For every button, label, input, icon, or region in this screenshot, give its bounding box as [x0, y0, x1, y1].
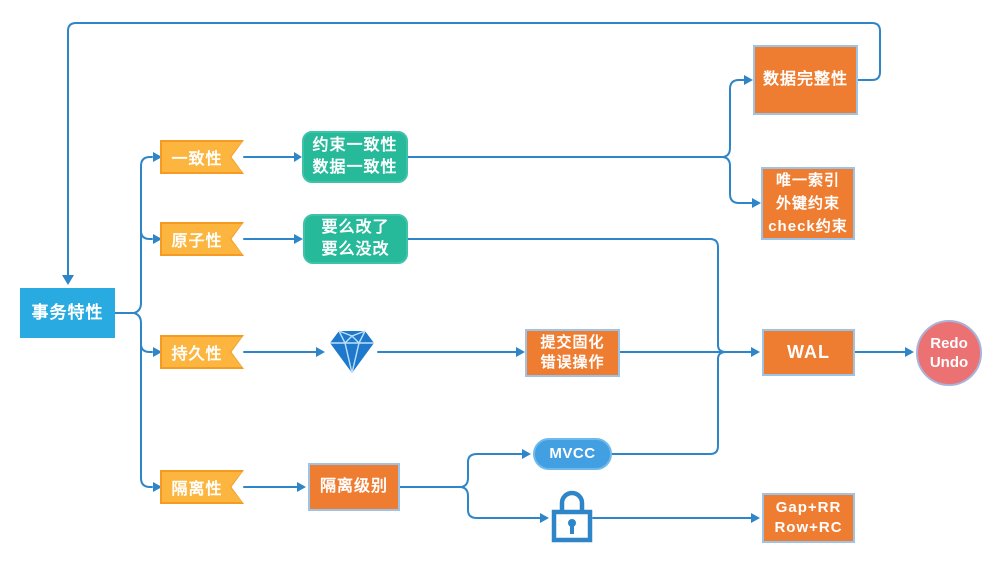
node-gap-row: Gap+RR Row+RC [762, 493, 855, 543]
edge-trunk-down [133, 312, 153, 488]
arrowhead-into-gap-row [751, 513, 760, 523]
node-constraint-consistency: 约束一致性 数据一致性 [302, 131, 408, 183]
edge-branch-atomicity [140, 230, 153, 240]
node-label: WAL [787, 342, 830, 363]
node-line: 唯一索引 [775, 171, 840, 189]
arrowhead-into-isolation-level [297, 482, 306, 492]
node-line: Row+RC [774, 519, 843, 536]
banner-durability: 持久性 [160, 335, 244, 369]
node-line: 提交固化 [540, 333, 605, 351]
banner-isolation: 隔离性 [160, 470, 244, 504]
arrowhead-into-redo-undo [905, 347, 914, 357]
node-line: 数据一致性 [312, 159, 398, 176]
node-line: Undo [929, 354, 969, 371]
node-redo-undo: Redo Undo [916, 320, 982, 386]
arrowhead-into-consistency [153, 152, 162, 162]
node-transaction-properties: 事务特性 [20, 288, 115, 338]
edge-trunk-up [133, 156, 153, 314]
arrowhead-into-commit [516, 347, 525, 357]
node-change-semantics: 要么改了 要么没改 [303, 214, 408, 264]
arrowhead-into-durability [153, 347, 162, 357]
edge-feedback-loop [67, 22, 881, 276]
arrowhead-into-atomicity [153, 234, 162, 244]
banner-label: 一致性 [171, 151, 223, 168]
banner-atomicity: 原子性 [160, 222, 244, 256]
banner-fill [162, 337, 242, 367]
banner-consistency: 一致性 [160, 140, 244, 174]
node-data-integrity: 数据完整性 [753, 45, 858, 115]
edge-branch-durability [140, 343, 153, 353]
node-line: 约束一致性 [312, 137, 398, 155]
banner-fill [162, 224, 242, 254]
edge-mvcc-to-wal-merge [611, 351, 727, 455]
arrowhead-into-wal [751, 347, 760, 357]
node-line: Redo [930, 334, 968, 352]
lock-icon [551, 490, 593, 543]
arrowhead-into-mvcc [522, 449, 531, 459]
node-label: MVCC [549, 444, 596, 462]
node-line: 外键约束 [775, 194, 840, 212]
arrowhead-into-gem [316, 347, 325, 357]
node-label: 隔离级别 [319, 478, 388, 496]
node-line: 要么没改 [321, 241, 390, 258]
node-isolation-level: 隔离级别 [308, 463, 400, 511]
arrowhead-into-data-integrity [744, 75, 753, 85]
arrowhead-into-constraints [752, 198, 761, 208]
banner-label: 隔离性 [171, 481, 223, 498]
edge-split-down-lock [460, 486, 541, 519]
arrowhead-into-lock [540, 513, 549, 523]
arrowhead-into-root [62, 275, 74, 285]
edge-split-down-constraints [722, 156, 753, 204]
banner-label: 持久性 [171, 346, 223, 363]
node-label: 数据完整性 [762, 71, 848, 89]
node-wal: WAL [762, 329, 855, 376]
banner-fill [162, 142, 242, 172]
banner-label: 原子性 [171, 233, 223, 250]
node-mvcc: MVCC [533, 438, 612, 470]
arrowhead-into-isolation [153, 482, 162, 492]
node-constraints: 唯一索引 外键约束 check约束 [761, 167, 855, 240]
node-commit-solidify: 提交固化 错误操作 [525, 329, 620, 377]
banner-fill [162, 472, 242, 502]
node-line: 要么改了 [321, 219, 390, 237]
node-label: 事务特性 [31, 302, 104, 322]
edge-split-up-mvcc [460, 453, 523, 488]
node-line: check约束 [768, 218, 848, 236]
arrowhead-into-change-semantics [294, 234, 303, 244]
arrowhead-into-constraint-consistency [294, 152, 302, 162]
diamond-gem-icon [330, 330, 374, 374]
edge-split-up-data-integrity [722, 79, 745, 158]
node-line: 错误操作 [540, 354, 605, 371]
node-line: Gap+RR [775, 498, 842, 516]
